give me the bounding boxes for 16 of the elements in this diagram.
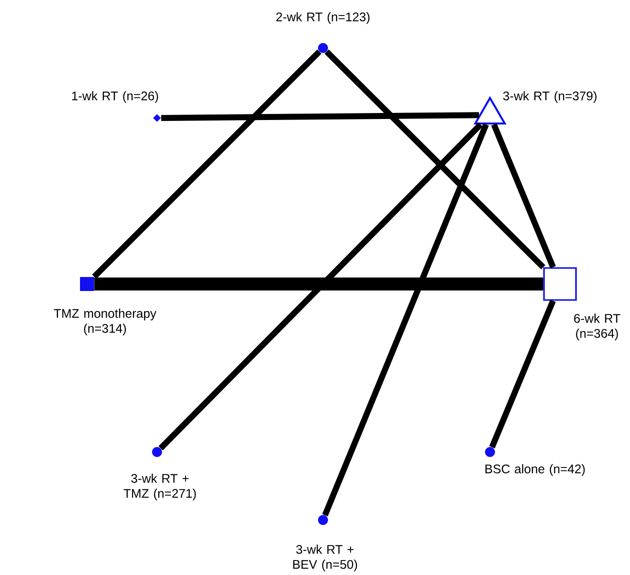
network-edge [161,112,479,121]
node-label: TMZ monotherapy (n=314) [54,308,156,336]
node-label: 3-wk RT + TMZ (n=271) [124,474,196,500]
node-label: 6-wk RT (n=364) [574,314,620,340]
network-edge [158,122,483,450]
network-edge [324,50,546,270]
network-edge [491,123,556,268]
node-label: 1-wk RT (n=26) [72,91,158,103]
node-label: 3-wk RT + BEV (n=50) [293,544,358,572]
network-edge [322,123,489,516]
node-label: 3-wk RT (n=379) [503,91,596,103]
network-edge [94,278,544,290]
network-edge [489,300,556,448]
node-label: BSC alone (n=42) [485,464,585,476]
node-label: 2-wk RT (n=123) [276,12,370,24]
network-edge [92,50,322,279]
